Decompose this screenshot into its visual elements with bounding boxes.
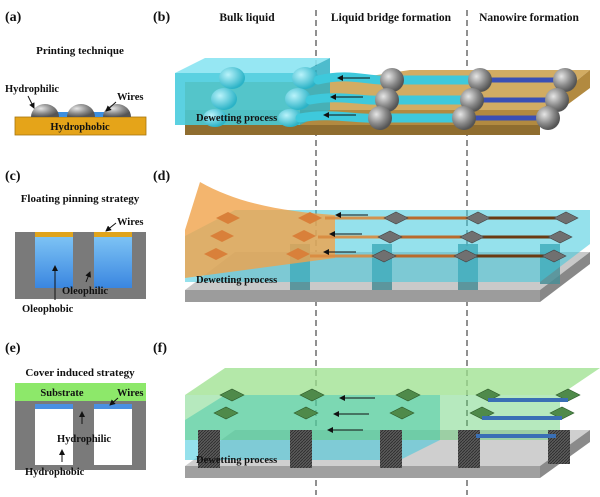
f-cover-top xyxy=(185,368,600,395)
b-liquid-top xyxy=(175,58,330,73)
b-sphere xyxy=(380,68,404,92)
c-wire-right xyxy=(94,232,132,237)
d-nanowires xyxy=(384,216,566,258)
b-process-label: Dewetting process xyxy=(196,113,277,124)
c-wire-left xyxy=(35,232,73,237)
b-dome xyxy=(285,88,311,110)
b-dome xyxy=(211,88,237,110)
panel-d: (d) xyxy=(153,169,590,302)
label-c-oleophobic: Oleophobic xyxy=(22,304,74,315)
f-pads xyxy=(213,388,581,420)
d-process-label: Dewetting process xyxy=(196,275,277,286)
droplet-1 xyxy=(31,104,59,117)
label-c-oleophilic: Oleophilic xyxy=(62,286,108,297)
panel-a-letter: (a) xyxy=(5,10,22,25)
b-sphere xyxy=(468,68,492,92)
b-dome xyxy=(219,67,245,89)
arrow-c-wires xyxy=(105,222,117,232)
label-a-wires: Wires xyxy=(117,92,143,103)
arrow-a-hydrophilic xyxy=(27,95,35,109)
b-dome xyxy=(278,109,302,127)
stage-label-bulk: Bulk liquid xyxy=(219,12,275,24)
label-e-wires: Wires xyxy=(117,388,143,399)
stage-label-nanowire: Nanowire formation xyxy=(479,12,579,24)
label-a-hydrophobic: Hydrophobic xyxy=(50,122,110,133)
c-cell-left xyxy=(35,236,73,288)
e-cell-right xyxy=(94,405,132,465)
b-dome xyxy=(292,67,318,89)
f-cover-front xyxy=(185,395,560,440)
stage-label-bridge: Liquid bridge formation xyxy=(331,12,452,24)
arrow-e-wires xyxy=(109,397,119,406)
droplet-2 xyxy=(67,104,95,117)
panel-e: (e) Cover induced strategy Substrate Wir… xyxy=(5,341,146,478)
f-liquid xyxy=(185,395,440,460)
panel-c-title: Floating pinning strategy xyxy=(21,193,140,205)
label-e-hydrophobic: Hydrophobic xyxy=(25,467,85,478)
panel-f-letter: (f) xyxy=(153,341,167,356)
d-base-side xyxy=(540,252,590,302)
f-nanowires xyxy=(476,398,568,438)
panel-e-letter: (e) xyxy=(5,341,21,356)
e-cell-left xyxy=(35,405,73,465)
panel-b: (b) Dewetti xyxy=(153,10,590,135)
d-pads xyxy=(371,211,579,263)
arrow-c-oleophilic xyxy=(85,271,91,283)
b-sphere xyxy=(375,88,399,112)
panel-b-letter: (b) xyxy=(153,10,170,25)
b-sphere xyxy=(452,106,476,130)
d-orange-squares xyxy=(204,212,322,260)
f-base-front xyxy=(185,466,540,478)
b-sphere xyxy=(545,88,569,112)
c-cell-right xyxy=(94,236,132,288)
f-process-label: Dewetting process xyxy=(196,455,277,466)
b-substrate-slab xyxy=(185,125,540,135)
b-sphere xyxy=(536,106,560,130)
panel-d-letter: (d) xyxy=(153,169,170,184)
label-c-wires: Wires xyxy=(117,217,143,228)
b-sphere xyxy=(460,88,484,112)
label-e-substrate: Substrate xyxy=(40,388,84,399)
b-dome xyxy=(203,109,227,127)
f-pillars xyxy=(198,430,570,468)
panel-c: (c) Floating pinning strategy Wires Oleo… xyxy=(5,169,146,315)
label-e-hydrophilic: Hydrophilic xyxy=(57,434,111,445)
panel-e-title: Cover induced strategy xyxy=(25,367,135,379)
e-wire-right xyxy=(94,404,132,409)
panel-c-letter: (c) xyxy=(5,169,21,184)
arrow-a-wires xyxy=(105,101,117,112)
e-substrate xyxy=(15,383,146,401)
b-sphere xyxy=(553,68,577,92)
panel-a: (a) Printing technique Hydrophilic Wires… xyxy=(5,10,147,136)
e-wire-left xyxy=(35,404,73,409)
panel-f: (f) xyxy=(153,341,600,478)
panel-a-title: Printing technique xyxy=(36,45,124,57)
label-a-hydrophilic: Hydrophilic xyxy=(5,84,59,95)
d-base-front xyxy=(185,290,540,302)
b-sphere xyxy=(368,106,392,130)
